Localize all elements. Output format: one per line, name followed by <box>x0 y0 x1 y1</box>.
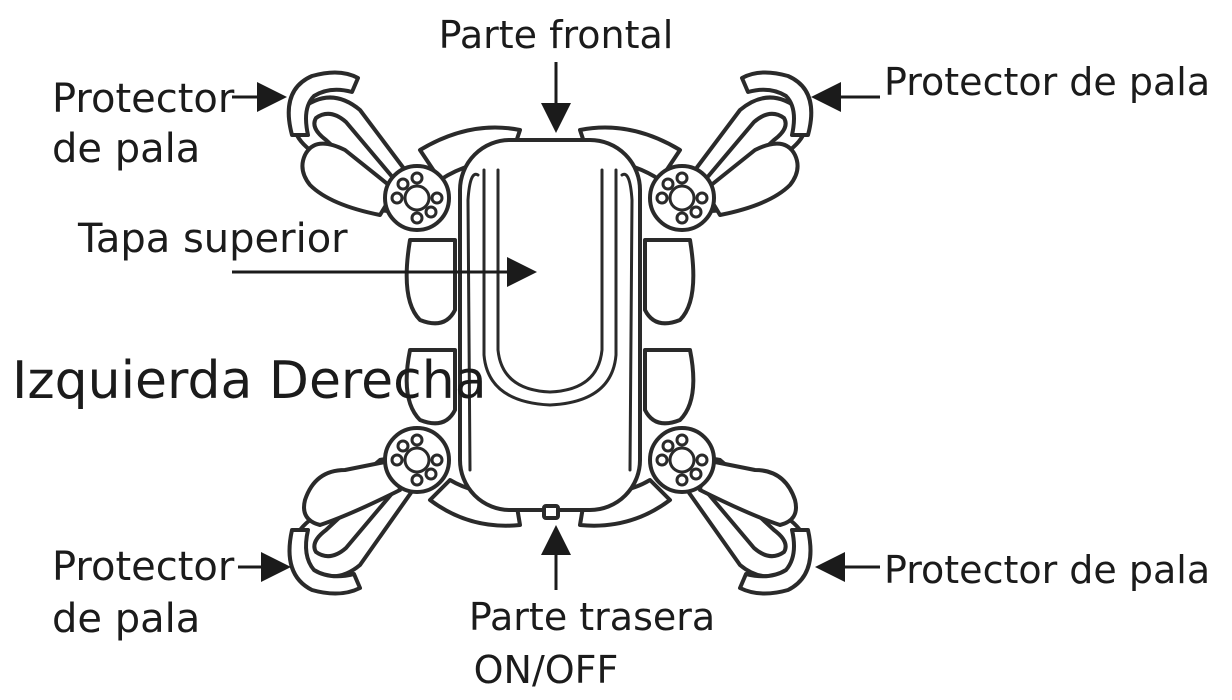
blade-guard-bottom-left <box>287 528 362 596</box>
side-plate-left-mid <box>404 238 457 326</box>
power-switch <box>542 504 560 520</box>
label-top-left-guard-line2: de pala <box>52 126 200 172</box>
motor-top-left <box>383 164 451 232</box>
drone-body <box>458 138 642 520</box>
label-left-right: Izquierda Derecha <box>12 351 487 411</box>
side-plate-left-low <box>404 348 457 426</box>
side-plate-right-mid <box>643 238 696 326</box>
motor-top-right <box>648 164 716 232</box>
label-front: Parte frontal <box>439 13 674 57</box>
motor-bottom-right <box>648 426 716 494</box>
blade-guard-bottom-right <box>738 528 813 596</box>
label-top-cover: Tapa superior <box>77 216 348 262</box>
label-top-left-guard-line1: Protector <box>52 76 235 122</box>
motor-bottom-left <box>383 426 451 494</box>
label-bottom-left-guard-line1: Protector <box>52 544 235 590</box>
label-bottom-right-guard: Protector de pala <box>884 548 1210 592</box>
label-rear-line2: ON/OFF <box>474 648 619 692</box>
label-rear-line1: Parte trasera <box>469 595 715 639</box>
label-top-right-guard: Protector de pala <box>884 60 1210 104</box>
side-plate-right-low <box>643 348 696 426</box>
blade-guard-top-right <box>740 70 814 137</box>
label-bottom-left-guard-line2: de pala <box>52 596 200 642</box>
blade-guard-top-left <box>286 70 360 137</box>
